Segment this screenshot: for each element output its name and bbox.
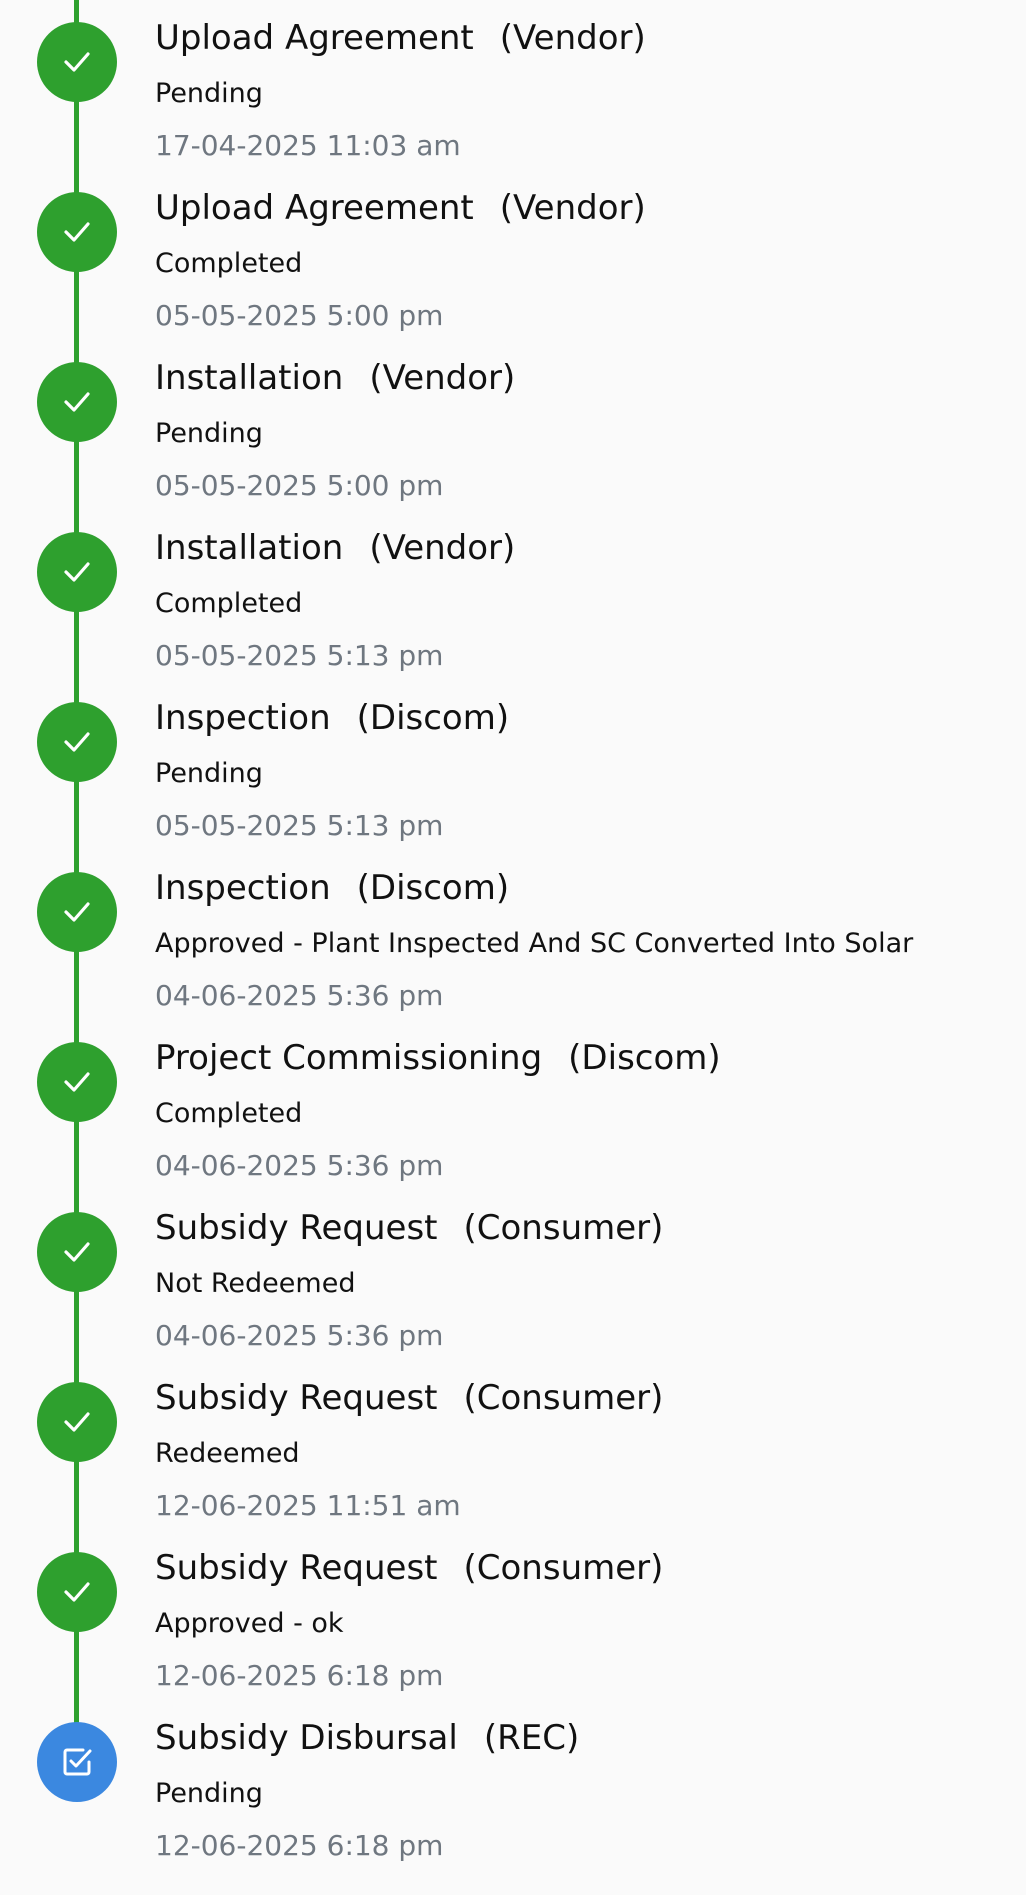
step-status: Approved - ok <box>155 1608 344 1639</box>
step-name: Subsidy Request <box>155 1548 438 1588</box>
step-name: Upload Agreement <box>155 188 474 228</box>
check-icon <box>60 385 94 419</box>
step-actor: (Discom) <box>356 698 510 738</box>
completed-step-node <box>37 1042 117 1122</box>
timeline-entry: Installation (Vendor) Pending 05-05-2025 5:… <box>0 340 1026 510</box>
timeline-entry: Subsidy Request (Consumer) Not Redeemed 04-… <box>0 1190 1026 1360</box>
step-title: Inspection (Discom) <box>155 698 509 738</box>
check-icon <box>60 45 94 79</box>
step-actor: (Discom) <box>568 1038 721 1078</box>
step-name: Subsidy Disbursal <box>155 1718 458 1758</box>
timeline-entry: Subsidy Request (Consumer) Redeemed 12-06-2… <box>0 1360 1026 1530</box>
step-actor: (Discom) <box>356 868 510 908</box>
timeline-entry: Upload Agreement (Vendor) Completed 05-05-2… <box>0 170 1026 340</box>
check-icon <box>60 1235 94 1269</box>
step-timestamp: 12-06-2025 11:51 am <box>155 1489 461 1522</box>
step-actor: (Vendor) <box>499 188 646 228</box>
completed-step-node <box>37 872 117 952</box>
step-timestamp: 04-06-2025 5:36 pm <box>155 1319 444 1352</box>
completed-step-node <box>37 1382 117 1462</box>
step-title: Subsidy Request (Consumer) <box>155 1548 663 1588</box>
check-icon <box>60 215 94 249</box>
timeline-entry: Inspection (Discom) Approved - Plant Inspe… <box>0 850 1026 1020</box>
step-actor: (Vendor) <box>369 358 516 398</box>
completed-step-node <box>37 1552 117 1632</box>
check-icon <box>60 895 94 929</box>
step-title: Subsidy Request (Consumer) <box>155 1208 663 1248</box>
step-status: Pending <box>155 418 263 449</box>
step-timestamp: 05-05-2025 5:13 pm <box>155 639 444 672</box>
check-icon <box>60 555 94 589</box>
step-status: Completed <box>155 588 303 619</box>
step-title: Inspection (Discom) <box>155 868 509 908</box>
step-status: Pending <box>155 78 263 109</box>
step-title: Subsidy Request (Consumer) <box>155 1378 663 1418</box>
step-timestamp: 17-04-2025 11:03 am <box>155 129 461 162</box>
step-title: Installation (Vendor) <box>155 358 515 398</box>
step-actor: (Consumer) <box>463 1378 664 1418</box>
timeline-entry: Upload Agreement (Vendor) Pending 17-04-202… <box>0 0 1026 170</box>
checkbox-icon <box>59 1744 95 1780</box>
completed-step-node <box>37 1212 117 1292</box>
step-status: Redeemed <box>155 1438 300 1469</box>
timeline-entry: Installation (Vendor) Completed 05-05-2025 … <box>0 510 1026 680</box>
step-actor: (REC) <box>483 1718 580 1758</box>
check-icon <box>60 1575 94 1609</box>
step-actor: (Vendor) <box>369 528 516 568</box>
timeline-entry: Project Commissioning (Discom) Completed 04… <box>0 1020 1026 1190</box>
completed-step-node <box>37 192 117 272</box>
step-actor: (Vendor) <box>499 18 646 58</box>
step-name: Installation <box>155 528 344 568</box>
step-name: Inspection <box>155 698 331 738</box>
timeline-entry: Subsidy Disbursal (REC) Pending 12-06-2025 … <box>0 1700 1026 1870</box>
step-timestamp: 04-06-2025 5:36 pm <box>155 1149 444 1182</box>
timeline-entry: Subsidy Request (Consumer) Approved - ok 12… <box>0 1530 1026 1700</box>
step-timestamp: 05-05-2025 5:00 pm <box>155 299 444 332</box>
step-title: Upload Agreement (Vendor) <box>155 18 646 58</box>
check-icon <box>60 1405 94 1439</box>
step-status: Pending <box>155 1778 263 1809</box>
step-name: Inspection <box>155 868 331 908</box>
step-timestamp: 05-05-2025 5:00 pm <box>155 469 444 502</box>
step-name: Subsidy Request <box>155 1208 438 1248</box>
step-status: Completed <box>155 1098 303 1129</box>
step-status: Not Redeemed <box>155 1268 356 1299</box>
completed-step-node <box>37 702 117 782</box>
completed-step-node <box>37 22 117 102</box>
step-status: Completed <box>155 248 303 279</box>
step-name: Subsidy Request <box>155 1378 438 1418</box>
step-actor: (Consumer) <box>463 1208 664 1248</box>
step-actor: (Consumer) <box>463 1548 664 1588</box>
step-title: Upload Agreement (Vendor) <box>155 188 646 228</box>
step-title: Installation (Vendor) <box>155 528 515 568</box>
step-timestamp: 12-06-2025 6:18 pm <box>155 1659 444 1692</box>
step-status: Pending <box>155 758 263 789</box>
step-timestamp: 12-06-2025 6:18 pm <box>155 1829 444 1862</box>
step-title: Project Commissioning (Discom) <box>155 1038 721 1078</box>
check-icon <box>60 725 94 759</box>
step-name: Project Commissioning <box>155 1038 543 1078</box>
step-timestamp: 05-05-2025 5:13 pm <box>155 809 444 842</box>
step-timestamp: 04-06-2025 5:36 pm <box>155 979 444 1012</box>
step-name: Upload Agreement <box>155 18 474 58</box>
step-name: Installation <box>155 358 344 398</box>
step-title: Subsidy Disbursal (REC) <box>155 1718 579 1758</box>
step-status: Approved - Plant Inspected And SC Conver… <box>155 928 914 959</box>
current-step-node <box>37 1722 117 1802</box>
completed-step-node <box>37 532 117 612</box>
timeline-entry: Inspection (Discom) Pending 05-05-2025 5:13… <box>0 680 1026 850</box>
check-icon <box>60 1065 94 1099</box>
completed-step-node <box>37 362 117 442</box>
